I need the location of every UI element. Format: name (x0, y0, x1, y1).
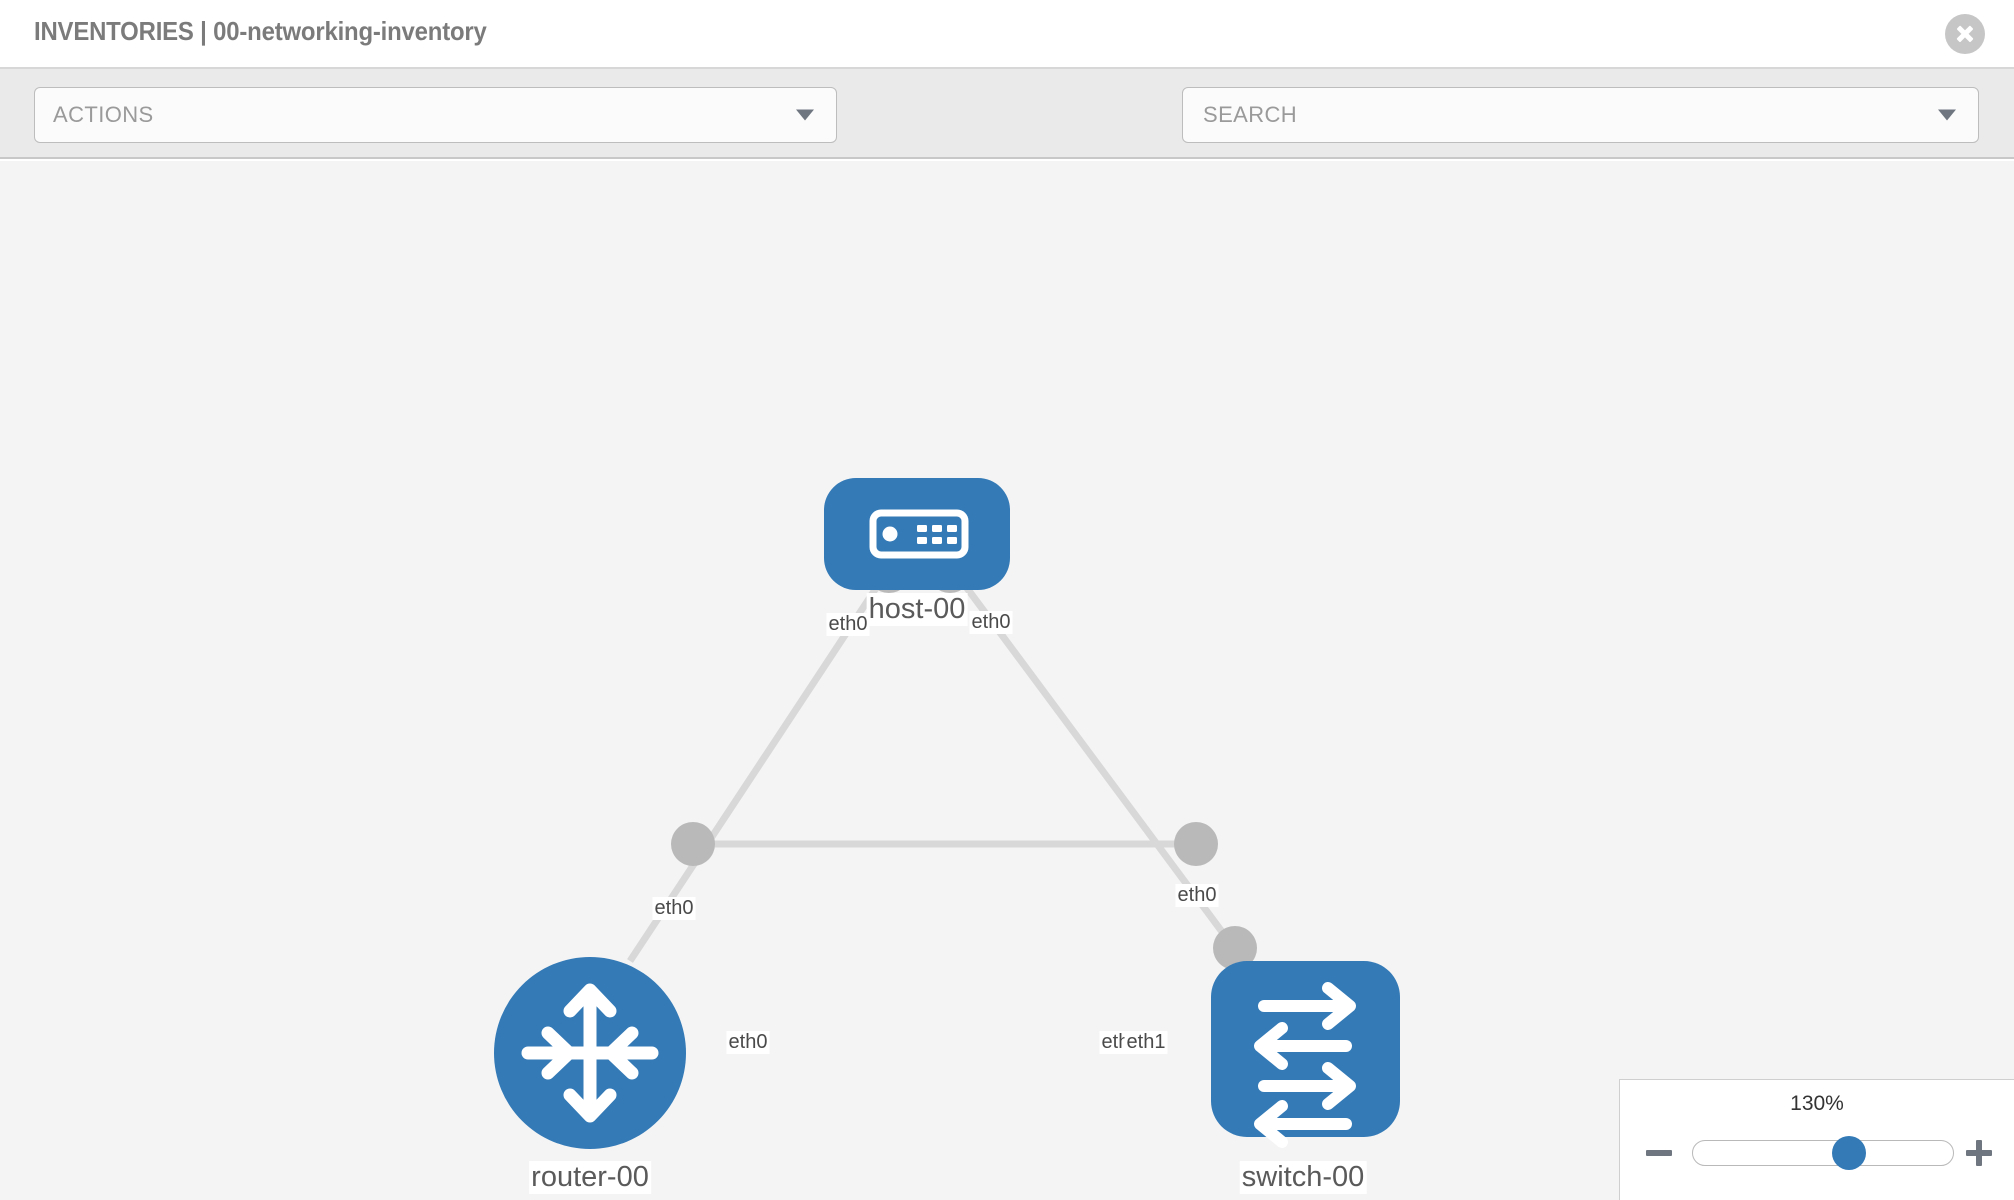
zoom-control: 130% (1619, 1079, 2014, 1200)
link-host-router (627, 574, 887, 963)
stub-router-right (671, 822, 715, 866)
search-field[interactable] (1182, 87, 1979, 143)
toolbar: ACTIONS (0, 69, 2014, 204)
actions-dropdown-label: ACTIONS (53, 102, 154, 127)
stub-switch-top (1213, 926, 1257, 970)
interface-label: eth1 (1124, 1031, 1168, 1054)
node-label-switch-00: switch-00 (1239, 1161, 1367, 1194)
zoom-percent-label: 130% (1790, 1092, 1844, 1115)
topology-canvas[interactable]: host-00 router-00 switch-00 eth0 eth0 et… (0, 161, 2014, 1200)
interface-label: eth0 (1175, 884, 1219, 907)
interface-label: eth0 (826, 613, 870, 636)
node-router-00 (494, 957, 686, 1149)
link-layer (627, 573, 1243, 963)
chevron-down-icon (796, 109, 814, 121)
interface-label: eth0 (726, 1031, 770, 1054)
zoom-slider[interactable] (1692, 1136, 1954, 1170)
plus-icon[interactable] (1966, 1140, 1992, 1166)
interface-label: eth0 (969, 611, 1013, 634)
interface-label: eth0 (652, 897, 696, 920)
page-title: INVENTORIES | 00-networking-inventory (34, 16, 487, 46)
node-switch-00 (1211, 961, 1400, 1148)
server-icon (869, 509, 969, 559)
actions-dropdown[interactable]: ACTIONS (34, 87, 837, 143)
zoom-slider-thumb[interactable] (1832, 1136, 1866, 1170)
page-header: INVENTORIES | 00-networking-inventory (0, 0, 2014, 69)
close-icon[interactable] (1945, 14, 1985, 54)
search-input[interactable] (1201, 88, 1881, 142)
node-label-host-00: host-00 (866, 593, 968, 626)
stub-switch-left (1174, 822, 1218, 866)
node-host-00 (824, 478, 1010, 590)
switch-arrows-icon (1254, 982, 1356, 1148)
chevron-down-icon[interactable] (1938, 109, 1956, 121)
topology-graph (494, 478, 1400, 1149)
node-label-router-00: router-00 (529, 1161, 651, 1194)
minus-icon[interactable] (1646, 1140, 1672, 1166)
router-arrows-icon (521, 983, 659, 1123)
